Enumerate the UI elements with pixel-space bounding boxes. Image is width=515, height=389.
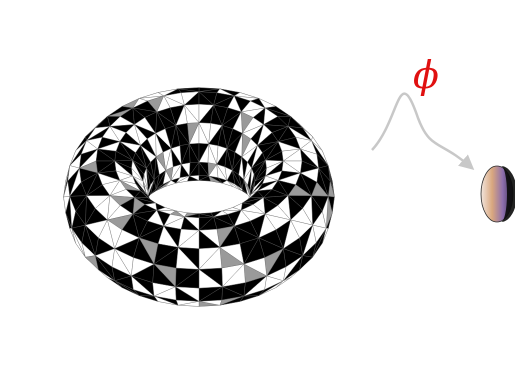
map-arrow bbox=[372, 94, 472, 168]
torus-face bbox=[95, 116, 110, 128]
map-label: ϕ bbox=[413, 53, 439, 97]
triangulated-torus bbox=[64, 88, 335, 307]
target-disc bbox=[481, 166, 515, 222]
torus-face bbox=[288, 116, 303, 128]
